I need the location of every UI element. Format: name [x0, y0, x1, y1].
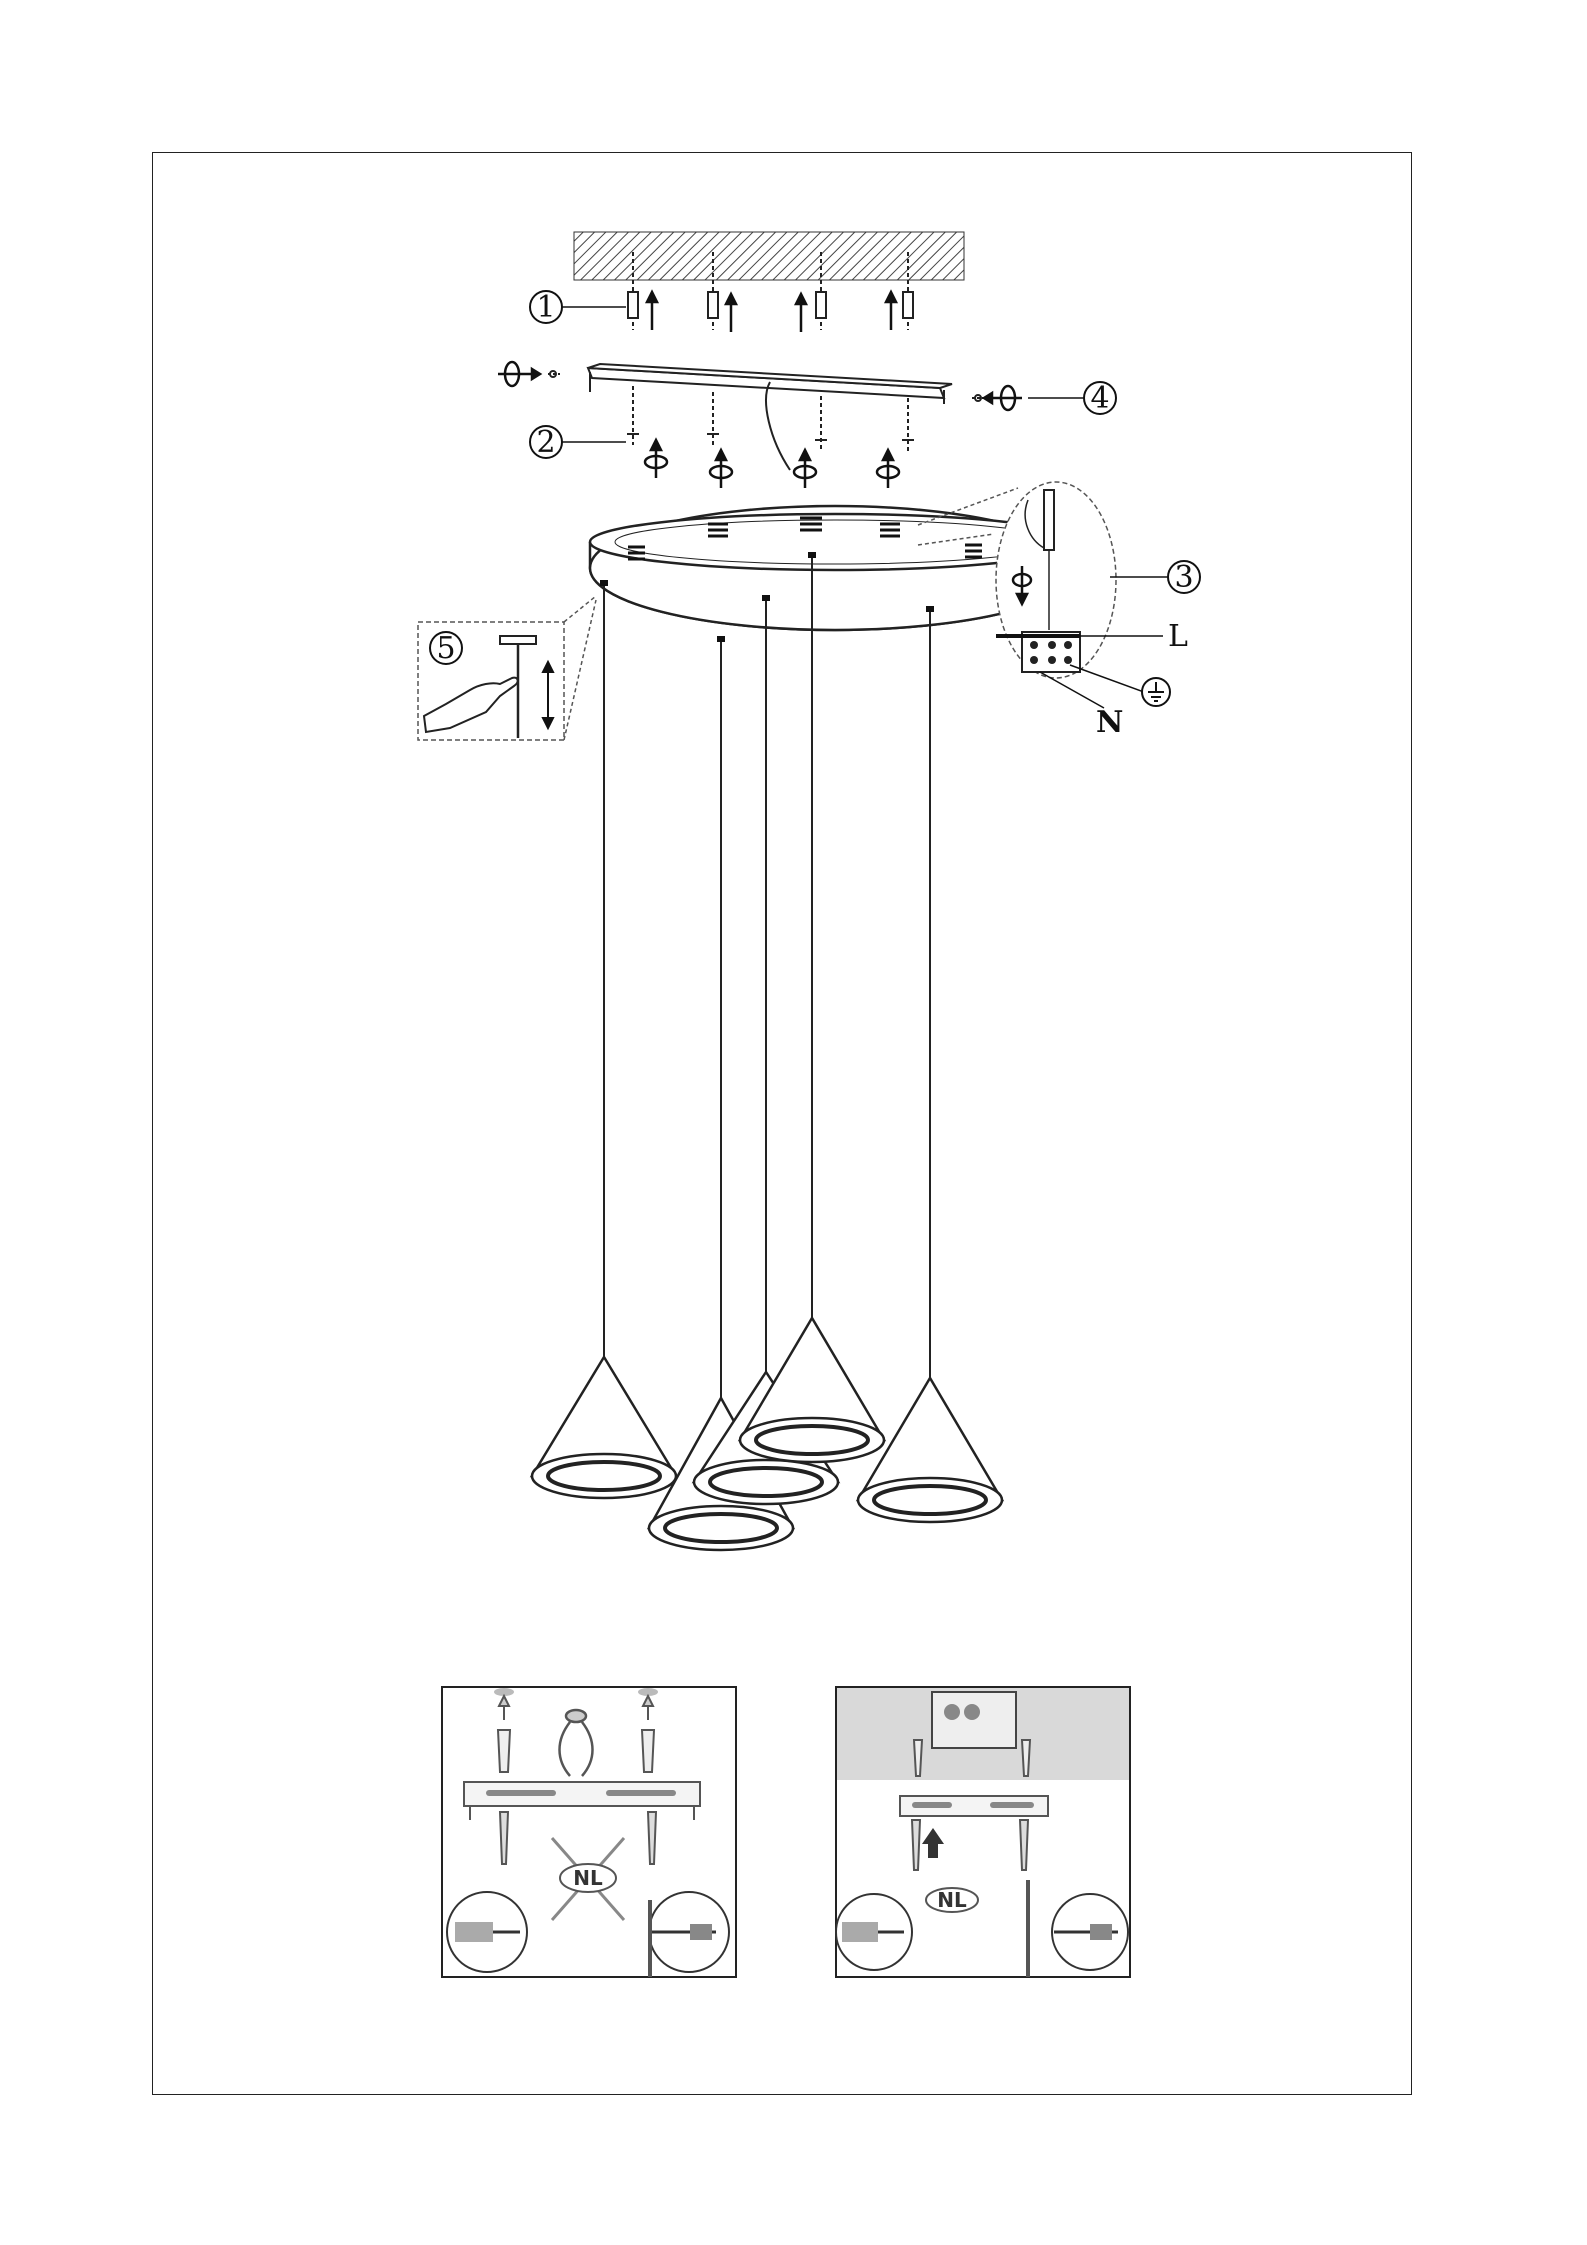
screw	[815, 396, 827, 452]
rotate-arrow-icon	[645, 440, 899, 488]
callout-2-label: 2	[536, 425, 555, 460]
badge: NL	[926, 1888, 978, 1912]
callout-1-label: 1	[536, 290, 555, 325]
panel-right: NL	[836, 1687, 1130, 1977]
detail-cable-adjust: 5	[418, 596, 596, 740]
up-arrow-icon	[647, 292, 896, 332]
callout-2: 2	[530, 425, 626, 460]
callout-4-label: 4	[1090, 381, 1109, 416]
pendant-shade	[858, 1378, 1002, 1522]
panel-left: NL	[442, 1687, 736, 1977]
screw	[707, 392, 719, 445]
callout-3-label: 3	[1174, 560, 1193, 595]
screws	[627, 386, 914, 452]
panel-left-badge: NL	[573, 1866, 603, 1890]
callout-5-label: 5	[436, 631, 455, 666]
pendant-shade	[532, 1357, 676, 1498]
live-label: L	[1168, 619, 1188, 654]
earth-ground-icon	[1142, 678, 1170, 706]
callout-1: 1	[530, 290, 626, 325]
neutral-label: N	[1096, 705, 1123, 740]
supply-cable	[766, 382, 790, 470]
screw	[902, 398, 914, 452]
panel-right-badge: NL	[937, 1888, 967, 1912]
junction-box	[932, 1692, 1016, 1748]
suspension-cables	[604, 558, 930, 1400]
screw	[627, 386, 639, 445]
callout-4: 4	[1028, 381, 1116, 416]
